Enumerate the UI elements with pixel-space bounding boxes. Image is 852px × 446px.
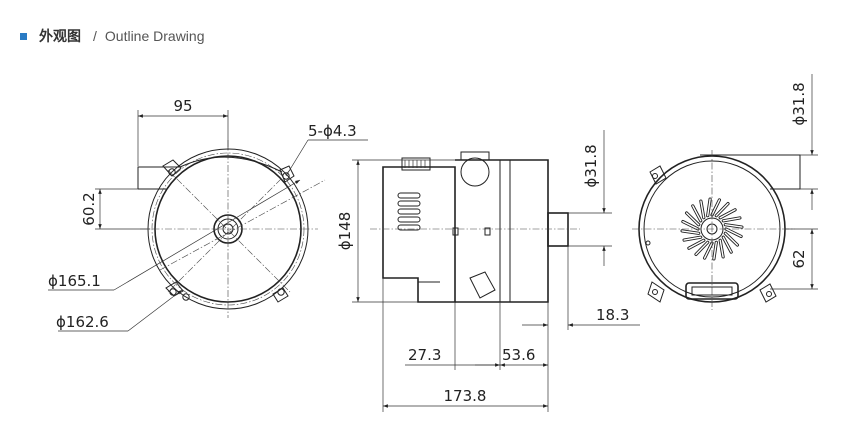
fan-blade-inner xyxy=(725,228,742,238)
fan-blade-inner xyxy=(682,220,699,230)
square-bullet-icon xyxy=(20,32,27,40)
fan-blade-inner xyxy=(722,236,732,253)
dim-165-1: ϕ165.1 xyxy=(48,272,101,290)
fan-blade-inner xyxy=(711,199,721,216)
rear-view xyxy=(632,150,801,310)
mounting-tabs xyxy=(162,159,295,303)
fan-blade-inner xyxy=(695,241,709,256)
fan-blade-inner xyxy=(707,198,711,217)
rear-dimensions: ϕ31.8 62 xyxy=(770,74,818,290)
title-chinese: 外观图 xyxy=(39,29,81,45)
fan-blade-inner xyxy=(722,217,741,222)
title-separator: / xyxy=(93,28,97,44)
side-dimensions: ϕ148 ϕ31.8 18.3 27.3 53.6 173.8 xyxy=(336,130,640,412)
fan-blade-inner xyxy=(713,241,717,260)
fan-blade-inner xyxy=(703,242,713,259)
vent-grille xyxy=(401,157,431,171)
dim-18-3: 18.3 xyxy=(596,306,629,324)
fan-impeller xyxy=(680,197,744,261)
dim-60-2: 60.2 xyxy=(80,192,98,225)
dim-53-6: 53.6 xyxy=(502,346,535,364)
fan-blade-inner xyxy=(724,232,739,246)
fan-blade-inner xyxy=(688,239,705,249)
dim-173-8: 173.8 xyxy=(444,387,487,405)
fan-blade-inner xyxy=(715,202,729,217)
front-view xyxy=(137,140,326,318)
fan-blade-inner xyxy=(692,205,702,222)
dim-162-6: ϕ162.6 xyxy=(56,313,109,331)
front-dimensions: 95 5-ϕ4.3 60.2 ϕ165.1 ϕ162.6 xyxy=(48,97,368,332)
title-english: Outline Drawing xyxy=(104,28,205,44)
fan-blade-inner xyxy=(719,239,724,258)
fan-blade-inner xyxy=(719,209,736,219)
dim-95: 95 xyxy=(173,97,192,115)
dim-62: 62 xyxy=(790,249,808,268)
dim-5-holes: 5-ϕ4.3 xyxy=(308,122,357,140)
dim-148: ϕ148 xyxy=(336,212,354,251)
mounting-holes xyxy=(168,168,290,301)
side-vents xyxy=(397,192,421,231)
side-view xyxy=(370,151,580,303)
dim-31-8-side: ϕ31.8 xyxy=(582,144,600,187)
section-header: 外观图 / Outline Drawing xyxy=(20,26,205,46)
fan-blade-inner xyxy=(681,230,700,234)
fan-blade-inner xyxy=(700,200,705,219)
fan-blade-inner xyxy=(724,224,743,228)
dim-27-3: 27.3 xyxy=(408,346,441,364)
fan-blade-inner xyxy=(683,236,702,241)
dim-31-8-rear: ϕ31.8 xyxy=(790,82,808,125)
fan-blade-inner xyxy=(685,212,700,226)
